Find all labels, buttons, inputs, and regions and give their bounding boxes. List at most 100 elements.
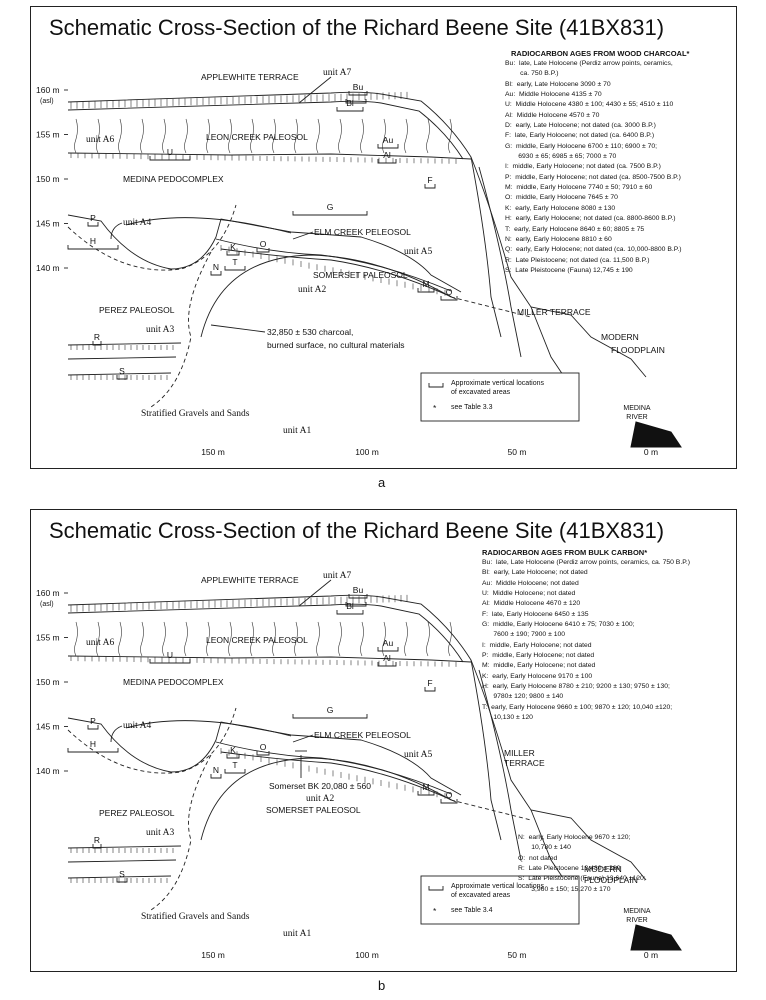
x-axis-tick-label: 0 m — [644, 447, 658, 457]
leon-creek-label: LEON CREEK PALEOSOL — [206, 635, 308, 645]
legend-entry: 3,960 ± 150; 15,270 ± 170 — [518, 885, 611, 893]
legend-entry: F: late, Early Holocene; not dated (ca. … — [505, 132, 655, 140]
excavation-label-n: N — [213, 765, 219, 775]
legend-entry: K: early, Early Holocene 9170 ± 100 — [482, 672, 593, 680]
excavation-label-t: T — [232, 257, 237, 267]
legend-entry: M: middle, Early Holocene; not dated — [482, 662, 596, 670]
ground-surface — [67, 594, 647, 881]
elm-creek-surface — [67, 717, 462, 796]
applewhite-terrace-label: APPLEWHITE TERRACE — [201, 72, 299, 82]
excavation-label-p: P — [90, 213, 96, 223]
x-axis-tick-label: 150 m — [201, 447, 225, 457]
unit-a5-label: unit A5 — [404, 247, 432, 257]
perez-lower-line — [67, 859, 177, 863]
legend-entry: Au: Middle Holocene; not dated — [482, 579, 579, 587]
x-axis-tick-label: 0 m — [644, 950, 658, 960]
miller-terrace-label: MILLER TERRACE — [517, 307, 591, 317]
leon-creek-paleosol — [67, 152, 472, 160]
legend-entry: U: Middle Holocene 4380 ± 100; 4430 ± 55… — [505, 101, 674, 109]
excavation-label-k: K — [230, 242, 236, 252]
cross-section-panel-b: Schematic Cross-Section of the Richard B… — [30, 509, 737, 972]
somerset-upper-line — [215, 238, 452, 292]
excavation-bracket — [345, 602, 367, 607]
y-axis-tick-label: 140 m — [36, 263, 60, 273]
somerset-paleosol-label: SOMERSET PALEOSOL — [313, 270, 408, 280]
medina-river-label: RIVER — [626, 917, 647, 924]
legend-entry: S: Late Pleistocene (Fauna) 12,745 ± 190 — [505, 266, 633, 274]
legend-entry: Au: Middle Holocene 4135 ± 70 — [505, 91, 602, 99]
river-fill — [630, 924, 682, 951]
excavation-bracket-p — [87, 725, 99, 730]
ground-surface — [67, 91, 647, 378]
excavation-bracket-bu — [348, 594, 368, 599]
somerset-paleosol-label: SOMERSET PALEOSOL — [266, 805, 361, 815]
key-bracket — [428, 383, 444, 388]
legend-entry: O: middle, Early Holocene 7645 ± 70 — [505, 194, 618, 202]
excavation-bracket-bu — [348, 91, 368, 96]
key-table-label: see Table 3.4 — [451, 907, 493, 914]
excavation-bracket-g — [292, 714, 368, 719]
key-asterisk: * — [433, 906, 437, 916]
y-axis-tick-label: 145 m — [36, 219, 60, 229]
legend-entry: R: Late Pleistocene 13,480 ± 360 — [518, 865, 621, 873]
excavation-bracket-h — [67, 748, 119, 753]
elm-creek-label: ELM CREEK PELEOSOL — [314, 227, 411, 237]
y-axis-tick-label: 150 m — [36, 677, 60, 687]
unit-a7-label: unit A7 — [323, 68, 351, 78]
excavation-label-p: P — [90, 716, 96, 726]
excavation-label-h: H — [90, 739, 96, 749]
y-axis-tick-label: 155 m — [36, 130, 60, 140]
excavation-label-bu: Bu — [353, 585, 364, 595]
excavation-bracket-m — [417, 791, 435, 796]
excavation-label-m: M — [422, 279, 429, 289]
modern-label: MODERN — [584, 864, 622, 874]
soil-hatch — [70, 878, 168, 883]
excavation-bracket-q — [440, 799, 458, 804]
y-axis-tick-label: 145 m — [36, 722, 60, 732]
floodplain-label: FLOODPLAIN — [611, 345, 665, 355]
medina-river-label: MEDINA — [623, 908, 651, 915]
legend-entry: Bl: early, Late Holocene; not dated — [482, 569, 588, 577]
key-bracket — [428, 886, 444, 891]
unit-a1-label: unit A1 — [283, 929, 311, 939]
river-fill — [630, 421, 682, 448]
x-axis-tick-label: 50 m — [508, 950, 527, 960]
legend-entry: Bu: late, Late Holocene (Perdiz arrow po… — [482, 559, 691, 566]
incision-line — [478, 669, 522, 861]
somerset-dome — [200, 254, 452, 338]
soil-hatch — [220, 245, 446, 296]
leon-creek-label: LEON CREEK PALEOSOL — [206, 132, 308, 142]
excavation-bracket-f — [424, 687, 436, 692]
excavation-bracket-g — [292, 211, 368, 216]
excavation-bracket — [345, 99, 367, 104]
legend-entry: S: Late Pleistocene (Fauna) 13,640 ±120; — [518, 875, 646, 883]
soil-hatch — [70, 345, 174, 350]
incision-line — [478, 166, 522, 358]
excavation-label-t: T — [232, 760, 237, 770]
unit-a2-label: unit A2 — [298, 285, 326, 295]
excavation-bracket-o — [256, 751, 270, 756]
excavation-bracket-bl — [336, 107, 364, 112]
excavation-label-s: S — [119, 869, 125, 879]
unit-a4-leader — [110, 725, 123, 743]
excavation-label-au: Au — [383, 638, 394, 648]
unit-a7-leader — [298, 579, 332, 607]
medina-river-label: MEDINA — [623, 405, 651, 412]
soil-hatch — [70, 594, 408, 612]
legend-entry: I: middle, Early Holocene; not dated — [482, 641, 592, 649]
excavation-bracket-s — [116, 375, 128, 380]
applewhite-base — [67, 603, 464, 663]
perez-paleosol-line — [67, 342, 182, 346]
legend-entry: Al: Middle Holocene 4570 ± 70 — [505, 111, 600, 119]
excavation-label-al: Al — [383, 653, 391, 663]
key-excavated-label: Approximate vertical locations — [451, 883, 544, 890]
legend-entry: Bl: early, Late Holocene 3090 ± 70 — [505, 80, 611, 88]
legend-entry: ca. 750 B.P.) — [505, 70, 559, 78]
excavation-bracket-au — [377, 144, 399, 149]
channel-dashed — [67, 204, 237, 271]
excavation-bracket-f — [424, 184, 436, 189]
unit-a4-leader — [110, 222, 123, 240]
soil-hatch — [70, 91, 408, 109]
excavation-label-k: K — [230, 745, 236, 755]
